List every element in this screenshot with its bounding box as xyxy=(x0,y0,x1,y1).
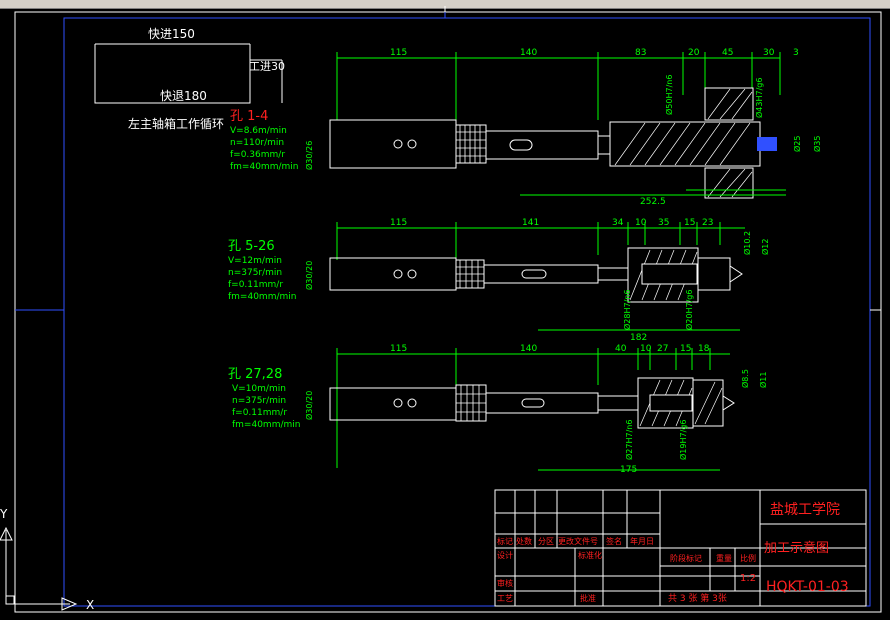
rev-count: 处数 xyxy=(516,536,532,546)
op1-fm: fm=40mm/min xyxy=(230,162,298,172)
tool-assembly-2: 115 141 34 10 35 15 23 Ø30/20 182 Ø xyxy=(304,218,770,343)
rev-mark: 标记 xyxy=(497,536,513,546)
r3-bore-2: Ø11 xyxy=(758,372,768,388)
tb-standard: 标准化 xyxy=(578,550,602,560)
tb-scale-label: 比例 xyxy=(740,553,756,563)
cycle-fast-in: 快进150 xyxy=(148,27,195,41)
op-params-1: 孔 1-4 V=8.6m/min n=110r/min f=0.36mm/r f… xyxy=(230,109,298,172)
op3-n: n=375r/min xyxy=(232,396,286,406)
rev-sign: 签名 xyxy=(606,536,622,546)
cycle-fast-out: 快退180 xyxy=(160,89,207,103)
r2-dim-3: 34 xyxy=(612,218,624,228)
r1-bore-1: Ø35 xyxy=(812,136,822,152)
r1-dim-7: 3 xyxy=(793,48,799,58)
tb-school: 盐城工学院 xyxy=(770,502,840,518)
tb-weight: 重量 xyxy=(716,553,732,563)
tb-scale: 1:2 xyxy=(740,573,756,584)
r3-bore-1: Ø8.5 xyxy=(740,369,750,388)
op3-v: V=10m/min xyxy=(232,384,286,394)
r3-dim-1: 115 xyxy=(390,344,407,354)
r1-dim-total: 252.5 xyxy=(640,197,666,207)
tb-stage: 阶段标记 xyxy=(670,553,702,563)
op1-f: f=0.36mm/r xyxy=(230,150,285,160)
r1-dim-3: 83 xyxy=(635,48,646,58)
r3-shank-dim: Ø30/20 xyxy=(304,391,314,420)
op2-n: n=375r/min xyxy=(228,268,282,278)
work-cycle-diagram: 快进150 工进30 快退180 左主轴箱工作循环 xyxy=(94,27,285,131)
tb-sheets: 共 3 张 第 3张 xyxy=(668,592,727,604)
window-top-strip xyxy=(0,0,890,8)
r1-bore-2: Ø25 xyxy=(792,136,802,152)
r1-dim-1: 115 xyxy=(390,48,407,58)
r2-shank-dim: Ø30/20 xyxy=(304,261,314,290)
ucs-y-label: Y xyxy=(0,507,8,521)
r3-dim-2: 140 xyxy=(520,344,537,354)
op2-f: f=0.11mm/r xyxy=(228,280,283,290)
tb-review: 审核 xyxy=(497,578,513,588)
op2-title: 孔 5-26 xyxy=(228,239,275,254)
r2-bore-2: Ø12 xyxy=(760,239,770,255)
cycle-work-in: 工进30 xyxy=(249,60,285,73)
op1-title: 孔 1-4 xyxy=(230,109,268,124)
tool-assembly-3: 115 140 40 10 27 15 18 Ø30/20 xyxy=(304,344,768,475)
r1-dim-6: 30 xyxy=(763,48,775,58)
r2-fit-1: Ø28H7/n6 xyxy=(622,290,632,330)
ucs-x-label: X xyxy=(86,598,94,612)
ucs-icon: Y X xyxy=(0,507,94,612)
outer-frame xyxy=(14,11,882,613)
r3-dim-total: 175 xyxy=(620,465,637,475)
r2-dim-7: 23 xyxy=(702,218,713,228)
op-params-2: 孔 5-26 V=12m/min n=375r/min f=0.11mm/r f… xyxy=(228,239,296,302)
r3-fit-1: Ø27H7/n6 xyxy=(624,420,634,460)
r1-dim-5: 45 xyxy=(722,48,733,58)
rev-doc: 更改文件号 xyxy=(558,536,598,546)
r2-dim-total: 182 xyxy=(630,333,647,343)
r2-dim-4: 10 xyxy=(635,218,647,228)
cycle-caption: 左主轴箱工作循环 xyxy=(128,116,224,131)
op3-fm: fm=40mm/min xyxy=(232,420,300,430)
tool-assembly-1: 115 140 83 20 45 30 3 Ø30/26 xyxy=(304,48,822,207)
r3-dim-6: 15 xyxy=(680,344,691,354)
r1-dim-2: 140 xyxy=(520,48,537,58)
title-block: 标记 处数 分区 更改文件号 签名 年月日 设计 标准化 审核 工艺 批准 阶段… xyxy=(494,489,867,607)
r3-dim-7: 18 xyxy=(698,344,710,354)
r2-dim-2: 141 xyxy=(522,218,539,228)
rev-zone: 分区 xyxy=(538,537,554,546)
r1-dim-4: 20 xyxy=(688,48,700,58)
tb-drawing-name: 加工示意图 xyxy=(764,540,829,556)
op2-v: V=12m/min xyxy=(228,256,282,266)
tb-approve: 批准 xyxy=(580,593,596,603)
r3-fit-2: Ø19H7/g6 xyxy=(678,420,688,460)
rev-date: 年月日 xyxy=(630,536,654,546)
op1-v: V=8.6m/min xyxy=(230,126,287,136)
r1-shank-dim: Ø30/26 xyxy=(304,141,314,170)
r1-fit-2: Ø43H7/g6 xyxy=(754,78,764,118)
inner-frame xyxy=(63,17,871,607)
tb-drawing-no: HQKT-01-03 xyxy=(766,579,849,595)
r3-dim-3: 40 xyxy=(615,344,627,354)
op3-f: f=0.11mm/r xyxy=(232,408,287,418)
tb-design: 设计 xyxy=(497,550,513,560)
tb-process: 工艺 xyxy=(497,594,513,603)
r2-bore-1: Ø10.2 xyxy=(742,231,752,255)
r2-dim-6: 15 xyxy=(684,218,695,228)
r3-dim-5: 27 xyxy=(657,344,668,354)
op2-fm: fm=40mm/min xyxy=(228,292,296,302)
r2-dim-5: 35 xyxy=(658,218,669,228)
r3-dim-4: 10 xyxy=(640,344,652,354)
op1-n: n=110r/min xyxy=(230,138,284,148)
r1-fit-1: Ø50H7/n6 xyxy=(664,75,674,115)
r2-fit-2: Ø20H7/g6 xyxy=(684,290,694,330)
op3-title: 孔 27,28 xyxy=(228,367,282,382)
op-params-3: 孔 27,28 V=10m/min n=375r/min f=0.11mm/r … xyxy=(228,367,300,430)
r2-dim-1: 115 xyxy=(390,218,407,228)
